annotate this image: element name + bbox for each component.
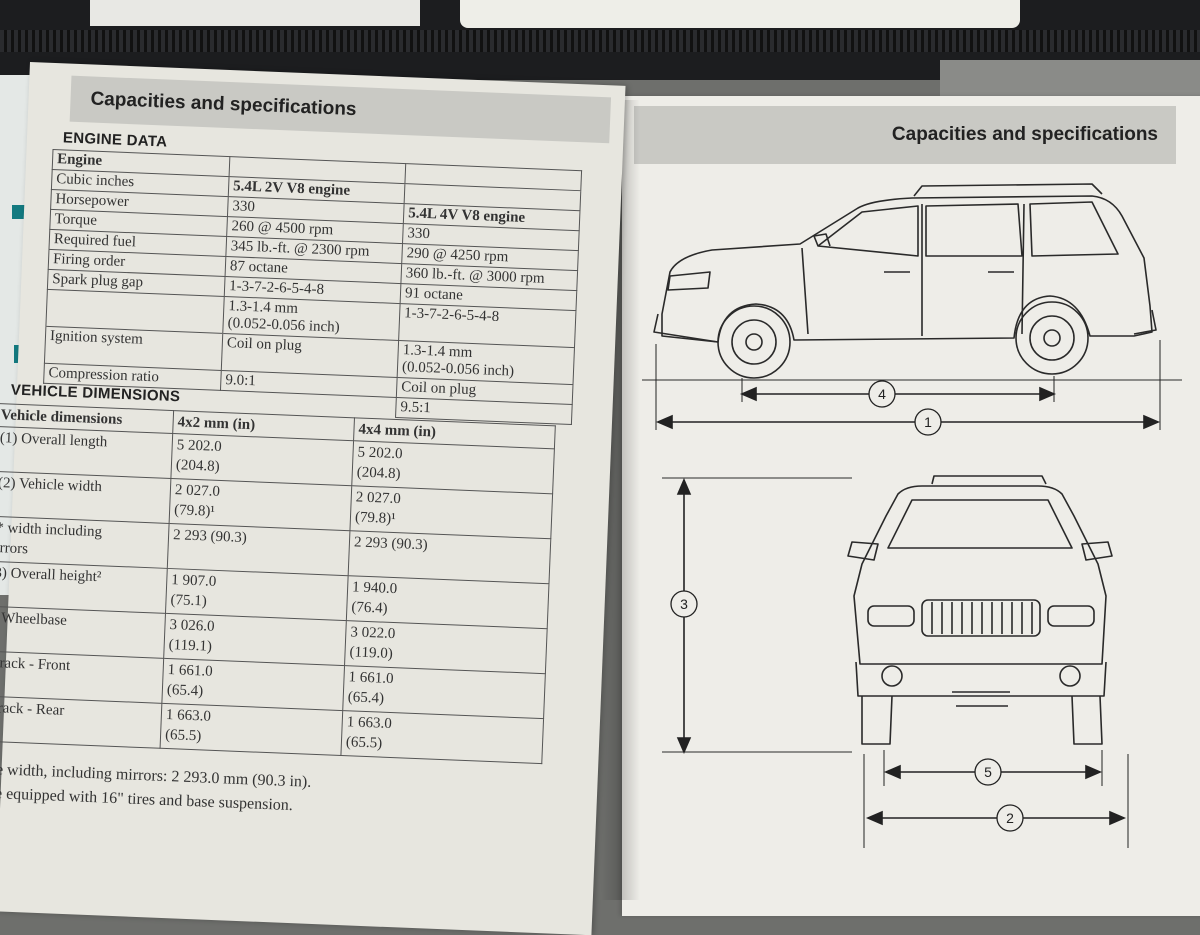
callout-2: 2 xyxy=(1006,810,1014,826)
side-view-body xyxy=(661,195,1153,343)
engine-data-title: ENGINE DATA xyxy=(62,129,168,151)
binder-case xyxy=(0,0,1200,80)
front-view-roofrack xyxy=(931,475,1047,485)
side-view-bumpers xyxy=(653,309,1157,343)
front-view-body xyxy=(853,485,1107,665)
callout-3: 3 xyxy=(680,596,688,612)
left-page: Capacities and specifications ENGINE DAT… xyxy=(0,62,626,935)
side-view-headlamp xyxy=(667,271,711,291)
side-view-mirror xyxy=(813,233,831,247)
vehicle-dimensions-table: Vehicle dimensions 4x2 mm (in) 4x4 mm (i… xyxy=(0,403,556,764)
side-view-roofrack xyxy=(913,183,1103,197)
right-page: Capacities and specifications xyxy=(622,96,1200,916)
front-view-grille xyxy=(921,599,1041,637)
front-view-tire-right xyxy=(1071,695,1103,745)
vehicle-dimensions-diagram: 1 4 3 5 2 xyxy=(642,183,1182,848)
side-view-windows xyxy=(817,201,1119,257)
side-view-doors xyxy=(801,203,1025,336)
binder-paper xyxy=(90,0,420,26)
page-header: Capacities and specifications xyxy=(634,106,1176,164)
zipper xyxy=(0,30,1200,52)
callout-4: 4 xyxy=(878,386,886,402)
footnote-2: le equipped with 16" tires and base susp… xyxy=(0,785,294,815)
binder-paper xyxy=(460,0,1020,28)
callout-1: 1 xyxy=(924,414,932,430)
front-view-mirrors xyxy=(847,541,1113,561)
front-view-tire-left xyxy=(861,695,893,745)
callout-5: 5 xyxy=(984,764,992,780)
rear-wheel xyxy=(1015,301,1089,375)
front-view-headlamp-right xyxy=(1047,605,1095,627)
front-wheel xyxy=(717,305,791,379)
front-view-windshield xyxy=(887,499,1073,549)
engine-data-table: Engine Cubic inches 5.4L 2V V8 engine Ho… xyxy=(42,149,582,425)
front-view-bumper xyxy=(855,661,1107,697)
front-view-headlamp-left xyxy=(867,605,915,627)
